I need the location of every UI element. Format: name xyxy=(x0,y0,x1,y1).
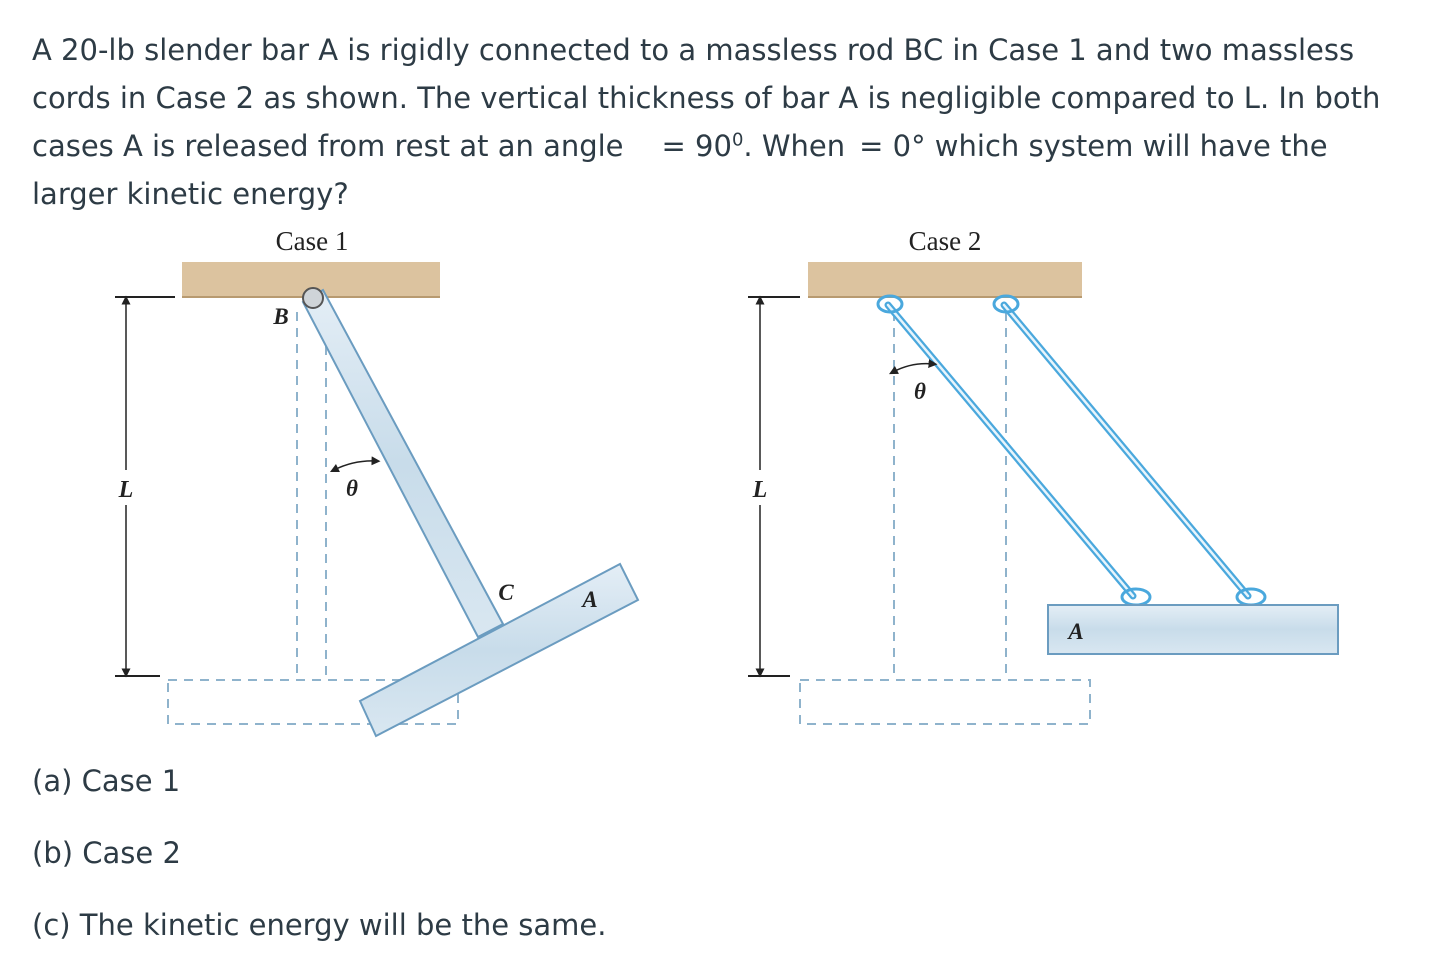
case-1-rod-bc xyxy=(301,288,505,639)
option-c[interactable]: (c) The kinetic energy will be the same. xyxy=(32,908,607,942)
case-2-cord-right-core xyxy=(1002,303,1250,598)
question-paragraph: A 20-lb slender bar A is rigidly connect… xyxy=(32,26,1422,218)
question-part-3: . When xyxy=(743,129,846,163)
option-a[interactable]: (a) Case 1 xyxy=(32,764,181,798)
case-2-bar-a xyxy=(1047,604,1339,655)
case-1-label-A: A xyxy=(580,587,597,612)
case-1-label-C: C xyxy=(498,580,514,605)
case-1-figure: Case 1 L B θ C A xyxy=(115,226,640,738)
case-1-label-B: B xyxy=(272,304,288,329)
case-2-label-A: A xyxy=(1066,619,1083,644)
question-part-2-superscript: 0 xyxy=(731,129,744,151)
case-1-label-theta: θ xyxy=(346,476,358,501)
case-2-figure: Case 2 L θ A xyxy=(748,226,1339,725)
case-2-title: Case 2 xyxy=(909,226,982,256)
question-part-2: = 90 xyxy=(661,129,732,163)
case-1-theta-arrow xyxy=(329,456,381,473)
case-1-dashed-bar xyxy=(167,679,459,725)
case-2-cord-left-core xyxy=(886,303,1135,598)
case-1-bar-a xyxy=(358,562,640,738)
case-2-theta-arrow xyxy=(889,359,938,375)
question-part-4: = 0° which system will have the larger k… xyxy=(32,129,1328,211)
question-text: A 20-lb slender bar A is rigidly connect… xyxy=(32,26,1422,218)
case-2-dashed-bar xyxy=(799,679,1091,725)
pendulum-diagram: Case 1 L B θ C A Case 2 xyxy=(115,226,1339,738)
case-2-top-loop-right xyxy=(992,294,1020,314)
case-1-label-L: L xyxy=(118,477,134,503)
question-part-1: A 20-lb slender bar A is rigidly connect… xyxy=(32,33,1381,163)
case-1-pin-b xyxy=(302,287,324,309)
case-2-label-L: L xyxy=(752,477,768,503)
case-2-ceiling xyxy=(808,262,1082,298)
option-b[interactable]: (b) Case 2 xyxy=(32,836,181,870)
case-2-label-theta: θ xyxy=(914,379,926,404)
case-1-title: Case 1 xyxy=(276,226,349,256)
case-2-top-loop-left xyxy=(876,294,904,314)
